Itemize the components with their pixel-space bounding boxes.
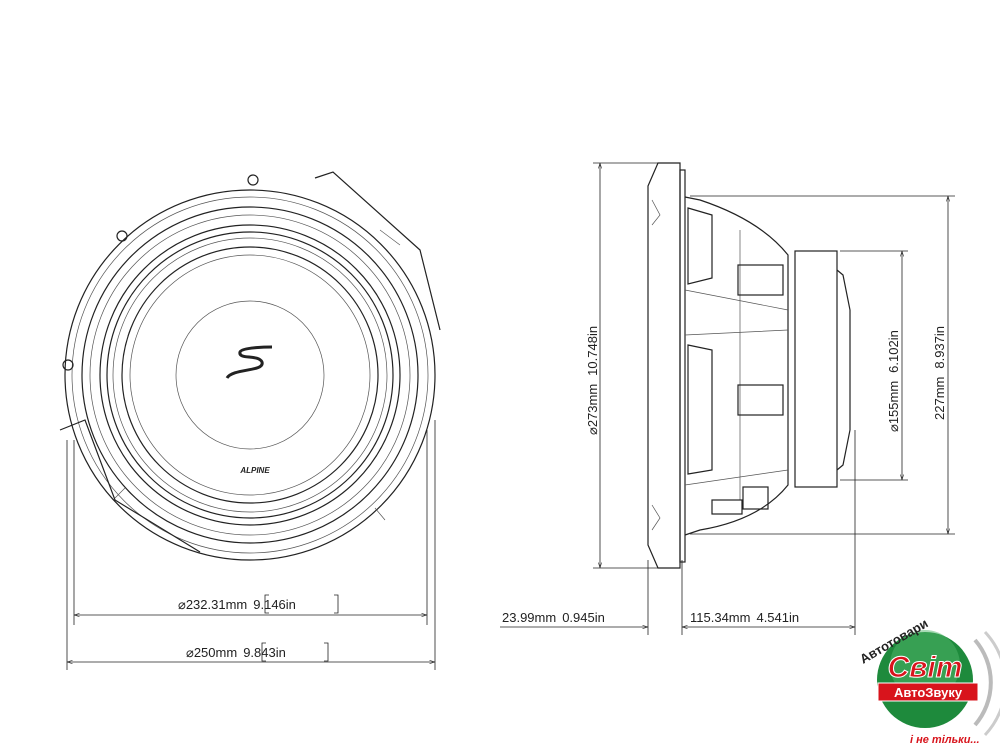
svit-avtozvuku-logo: Світ АвтоЗвуку Автотовари і не тільки...: [857, 616, 1000, 746]
svg-text:Світ: Світ: [888, 651, 963, 684]
brand-label: ALPINE: [239, 466, 270, 475]
front-view: ALPINE: [59, 171, 441, 561]
svg-text:АвтоЗвуку: АвтоЗвуку: [894, 685, 963, 700]
dim-227-label: 227mm8.937in: [932, 326, 947, 420]
side-view: [647, 162, 851, 569]
side-dimensions: ⌀273mm10.748in ⌀155mm6.102in 227mm8.937i…: [500, 162, 955, 635]
dim-273-label: ⌀273mm10.748in: [585, 326, 600, 435]
svg-text:і не тільки...: і не тільки...: [910, 734, 980, 746]
s-logo-icon: [225, 345, 273, 380]
dim-155-label: ⌀155mm6.102in: [886, 330, 901, 432]
